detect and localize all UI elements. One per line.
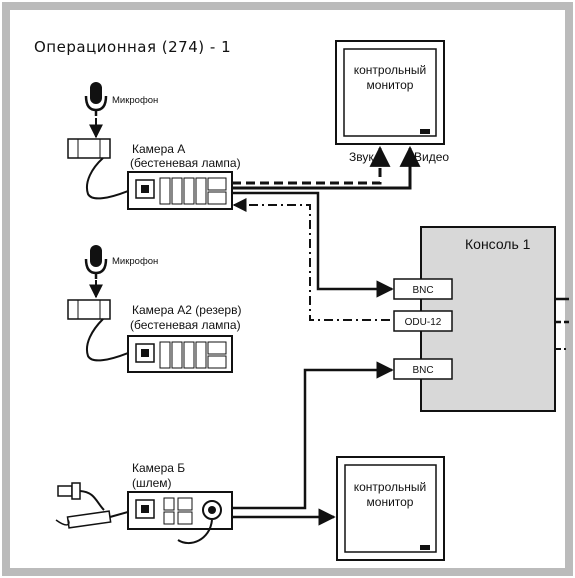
mic-cable [86, 318, 129, 362]
control-monitor [335, 40, 445, 145]
camera-b-name: Камера Б [132, 461, 185, 475]
port-label: ODU-12 [405, 317, 442, 328]
port-label: BNC [412, 365, 433, 376]
monitor-label-line2: монитор [367, 495, 414, 509]
microphone-label: Микрофон [112, 95, 158, 106]
audio-signal-line [232, 145, 391, 185]
helmet-camera-icon [57, 482, 81, 500]
audio-mixer-box [67, 138, 111, 159]
monitor-label-line2: монитор [367, 78, 414, 92]
camera-b-subtitle: (шлем) [132, 476, 172, 490]
console-port-odu [393, 310, 453, 332]
video-signal-line [232, 145, 421, 190]
monitor-label-line1: контрольный [354, 480, 426, 494]
camera-control-unit [127, 171, 233, 210]
mic-cable [86, 157, 129, 200]
control-signal-line [232, 198, 390, 321]
microphone-label: Микрофон [112, 256, 158, 267]
camera-a2-name: Камера A2 (резерв) [132, 303, 241, 317]
console-port-bnc [393, 278, 453, 300]
microphone-icon [84, 245, 108, 279]
port-label: BNC [412, 285, 433, 296]
video-to-console-line [232, 191, 394, 298]
microphone-icon [84, 82, 108, 116]
video-label: Видео [414, 150, 449, 164]
diagram-title: Операционная (274) - 1 [34, 38, 231, 56]
loop-cable [177, 519, 213, 545]
helmet-cable [79, 490, 105, 511]
camera-a-subtitle: (бестеневая лампа) [130, 156, 241, 170]
console-port-bnc-2 [393, 358, 453, 380]
camera-control-unit [127, 491, 233, 530]
monitor-label-line1: контрольный [354, 63, 426, 77]
console-title: Консоль 1 [465, 236, 531, 252]
audio-mixer-box [67, 299, 111, 320]
audio-label: Звук [349, 150, 374, 164]
camera-a-name: Камера A [132, 142, 185, 156]
video-to-console-line [232, 361, 394, 510]
control-monitor [336, 456, 445, 561]
camera-control-unit [127, 335, 233, 373]
camera-a2-subtitle: (бестеневая лампа) [130, 318, 241, 332]
